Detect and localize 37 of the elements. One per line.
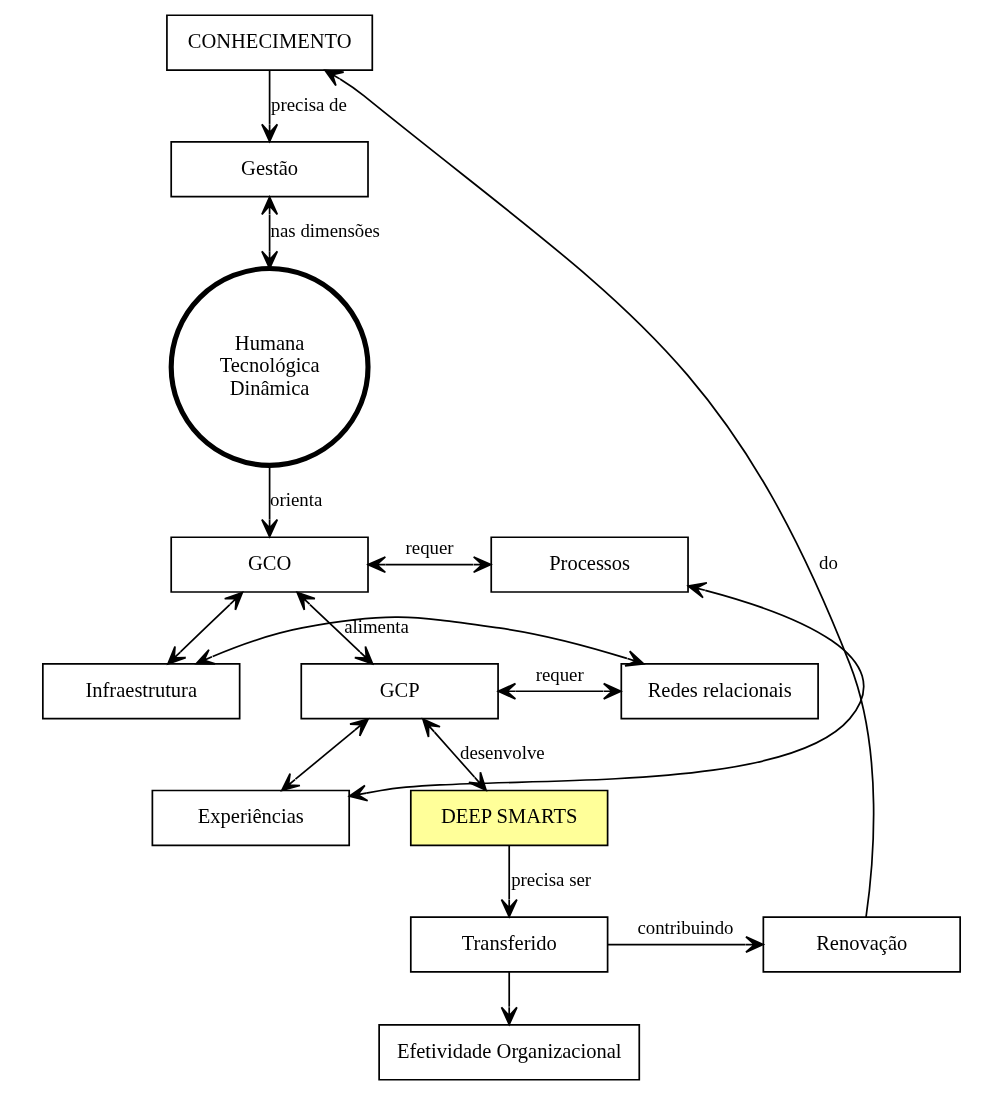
- node-circle: Humana Tecnológica Dinâmica: [168, 265, 371, 468]
- node-box: Efetividade Organizacional: [378, 1024, 641, 1081]
- arrow: [497, 682, 622, 700]
- edge-label: requer: [535, 663, 584, 685]
- arrow: [607, 936, 764, 954]
- edge-label: alimenta: [344, 615, 409, 637]
- arrow: [348, 581, 865, 802]
- node-box: Infraestrutura: [42, 663, 241, 720]
- node-box: Experiências: [151, 789, 351, 847]
- node-box: Redes relacionais: [620, 663, 819, 720]
- node-box: Processos: [490, 536, 689, 593]
- node-box: Gestão: [170, 141, 369, 198]
- arrow: [324, 69, 875, 918]
- edge-label: do: [818, 552, 838, 574]
- arrow: [261, 464, 279, 538]
- edge-label: precisa ser: [511, 869, 592, 891]
- arrow: [167, 591, 244, 665]
- node-box: CONHECIMENTO: [166, 14, 374, 71]
- node-box: Transferido: [409, 916, 609, 973]
- edge-label: precisa de: [271, 93, 347, 115]
- arrow: [261, 196, 279, 270]
- arrow: [296, 591, 374, 665]
- arrow: [500, 971, 518, 1026]
- arrow: [261, 69, 279, 143]
- arrow: [195, 616, 645, 667]
- edge-label: contribuindo: [637, 916, 734, 938]
- arrow: [367, 556, 492, 574]
- edge-label: orienta: [270, 489, 323, 511]
- node-box: Renovação: [762, 916, 961, 973]
- arrow: [500, 844, 518, 918]
- node-box: GCP: [300, 663, 499, 720]
- edge-label: nas dimensões: [270, 220, 380, 242]
- node-box: GCO: [170, 536, 369, 593]
- arrow: [280, 718, 369, 792]
- node-box: DEEP SMARTS: [409, 789, 609, 847]
- edge-label: desenvolve: [460, 742, 545, 764]
- edge-label: requer: [405, 537, 454, 558]
